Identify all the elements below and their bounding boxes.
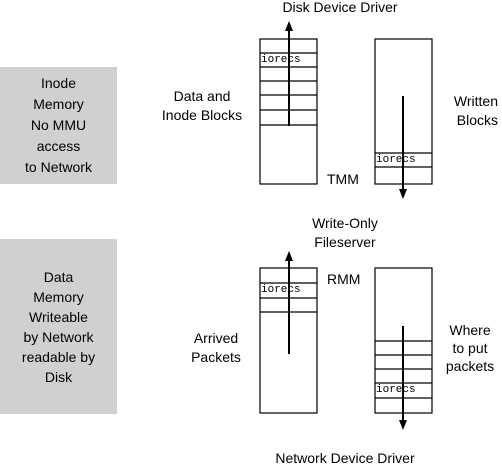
tmm-label: TMM [327,171,359,187]
written-blocks-line-2: Blocks [456,112,498,128]
disk-device-driver-label: Disk Device Driver [282,0,398,15]
where-to-put-packets-label: Where to put packets [440,321,500,375]
iorecs-label-disk: iorecs [261,54,301,66]
data-memory-line-1: Data [43,268,74,285]
iorecs-label-where: iorecs [376,384,416,396]
inode-memory-line-1: Inode [40,75,77,91]
inode-memory-line-4: access [36,138,81,154]
where-to-put-line-3: packets [445,358,495,374]
inode-memory-line-5: to Network [25,159,92,175]
inode-memory-region: Inode Memory No MMU access to Network [0,67,117,184]
data-inode-blocks-line-1: Data and [173,88,231,104]
data-inode-blocks-line-2: Inode Blocks [161,107,243,123]
where-to-put-line-1: Where [449,322,491,338]
inode-memory-line-2: Memory [33,96,84,112]
data-memory-line-2: Memory [33,288,84,305]
where-to-put-line-2: to put [452,340,488,356]
data-memory-line-6: Disk [44,368,73,385]
fileserver-line-2: Fileserver [314,234,376,250]
data-memory-line-5: readable by [21,348,96,365]
network-device-driver-label: Network Device Driver [275,450,415,466]
arrived-packets-label: Arrived Packets [180,329,252,367]
written-blocks-line-1: Written [453,93,498,109]
data-memory-line-3: Writeable [29,308,88,325]
data-memory-line-4: by Network [23,328,94,345]
fileserver-line-1: Write-Only [312,215,378,231]
arrived-packets-line-2: Packets [191,349,241,365]
iorecs-label-arrived: iorecs [261,284,301,296]
data-memory-region: Data Memory Writeable by Network readabl… [0,239,117,414]
written-blocks-label: Written Blocks [440,92,498,130]
data-inode-blocks-label: Data and Inode Blocks [146,87,258,125]
iorecs-label-written: iorecs [376,154,416,166]
rmm-label: RMM [327,271,361,287]
inode-memory-line-3: No MMU [30,117,87,133]
arrived-packets-line-1: Arrived [193,330,239,346]
write-only-fileserver-label: Write-Only Fileserver [290,214,400,252]
